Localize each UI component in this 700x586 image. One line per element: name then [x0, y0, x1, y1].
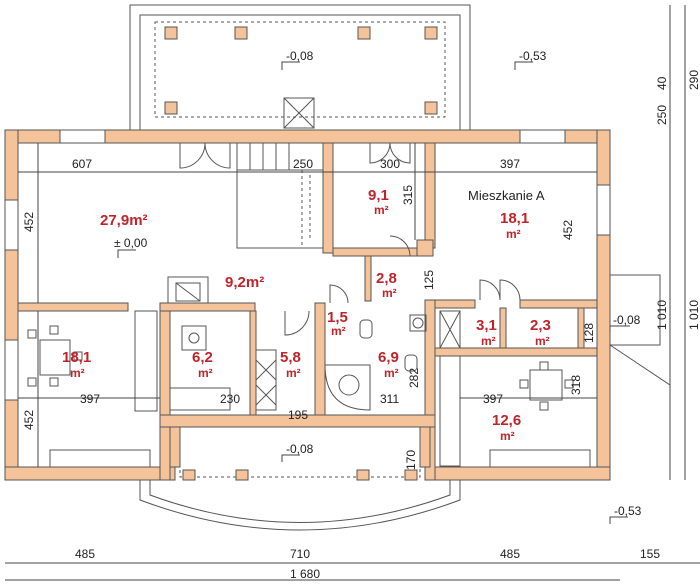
right-porch [609, 274, 671, 386]
dim-710: 710 [290, 547, 310, 561]
room-wc-area: 1,5 [327, 309, 348, 326]
room-corridor-unit: m² [382, 286, 397, 300]
room-kitchen-a-area: 12,6 [492, 412, 521, 429]
dim-282: 282 [407, 368, 421, 388]
level-bottom-terrace: -0,08 [286, 442, 314, 456]
room-bathroom-area: 6,9 [378, 349, 399, 366]
kitchen-counters [49, 310, 591, 468]
room-kitchen-left-unit: m² [70, 366, 85, 380]
bathroom-fixtures [324, 314, 427, 411]
room-living-area: 27,9m² [100, 212, 148, 229]
dim-230: 230 [220, 392, 240, 406]
room-hall-a-unit: m² [481, 334, 496, 348]
bottom-pillars [182, 469, 418, 481]
room-bedroom-area: 9,1 [368, 187, 389, 204]
dimension-lines [5, 5, 700, 581]
dim-300: 300 [380, 157, 400, 171]
dimension-labels: 607 250 300 397 452 452 315 452 125 128 … [22, 70, 700, 581]
room-pantry-unit: m² [286, 366, 301, 380]
dim-250-right: 250 [655, 105, 669, 125]
room-bathroom-unit: m² [384, 366, 399, 380]
level-terrace-top-right: -0,53 [519, 49, 547, 63]
dim-40: 40 [655, 76, 669, 90]
dim-125: 125 [422, 270, 436, 290]
dim-250: 250 [293, 157, 313, 171]
boiler-box [181, 325, 207, 351]
dim-290: 290 [687, 70, 700, 90]
dim-485-left: 485 [75, 547, 95, 561]
level-terrace-top-left: -0,08 [286, 49, 314, 63]
apartment-label: Mieszkanie A [468, 188, 545, 203]
dim-315: 315 [401, 185, 415, 205]
dim-452-right: 452 [561, 220, 575, 240]
dim-397-top: 397 [500, 157, 520, 171]
room-hall-a-area: 3,1 [476, 317, 497, 334]
dim-155: 155 [640, 547, 660, 561]
room-labels: 27,9m² 9,1 m² Mieszkanie A 18,1 m² 9,2m²… [62, 187, 551, 443]
dim-318: 318 [569, 375, 583, 395]
room-apartment-a-unit: m² [506, 227, 521, 241]
room-pantry-area: 5,8 [280, 349, 301, 366]
room-wc-unit: m² [331, 324, 346, 338]
doors [179, 142, 521, 336]
dim-397-right: 397 [483, 392, 503, 406]
dim-1010-a: 1 010 [655, 300, 669, 330]
terrace-pillars [164, 26, 438, 115]
bottom-terrace [139, 426, 461, 531]
room-kitchen-left-area: 18,1 [62, 349, 91, 366]
room-utility-unit: m² [198, 366, 213, 380]
dim-total-width: 1 680 [290, 567, 320, 581]
room-wc-a-unit: m² [535, 334, 550, 348]
dim-1010-b: 1 010 [687, 300, 700, 330]
staircase [236, 142, 324, 249]
room-kitchen-a-unit: m² [500, 429, 515, 443]
room-utility-area: 6,2 [192, 349, 213, 366]
dim-452-left-top: 452 [22, 212, 36, 232]
level-bottom-right: -0,53 [614, 504, 642, 518]
dim-607: 607 [72, 157, 92, 171]
room-bedroom-unit: m² [374, 203, 389, 217]
dim-170: 170 [404, 450, 418, 470]
dining-table-left [27, 325, 83, 387]
top-terrace [129, 4, 471, 135]
dim-311: 311 [380, 392, 399, 406]
fireplace [167, 276, 209, 304]
level-labels: -0,08 -0,53 ± 0,00 -0,08 -0,08 -0,53 [114, 49, 642, 518]
dim-485-right: 485 [500, 547, 520, 561]
room-apartment-a-area: 18,1 [500, 210, 529, 227]
room-wc-a-area: 2,3 [530, 317, 551, 334]
dim-397-left: 397 [80, 392, 100, 406]
room-corridor-area: 2,8 [376, 270, 397, 287]
room-hall-area: 9,2m² [225, 274, 264, 291]
dim-195: 195 [288, 408, 308, 422]
level-markers [117, 61, 630, 524]
chimney [283, 97, 315, 129]
level-living: ± 0,00 [114, 236, 148, 250]
windows [4, 129, 611, 401]
level-right-entry: -0,08 [613, 313, 641, 327]
dining-table-right [519, 361, 574, 411]
dim-128: 128 [582, 323, 596, 343]
dim-452-left-bottom: 452 [22, 410, 36, 430]
